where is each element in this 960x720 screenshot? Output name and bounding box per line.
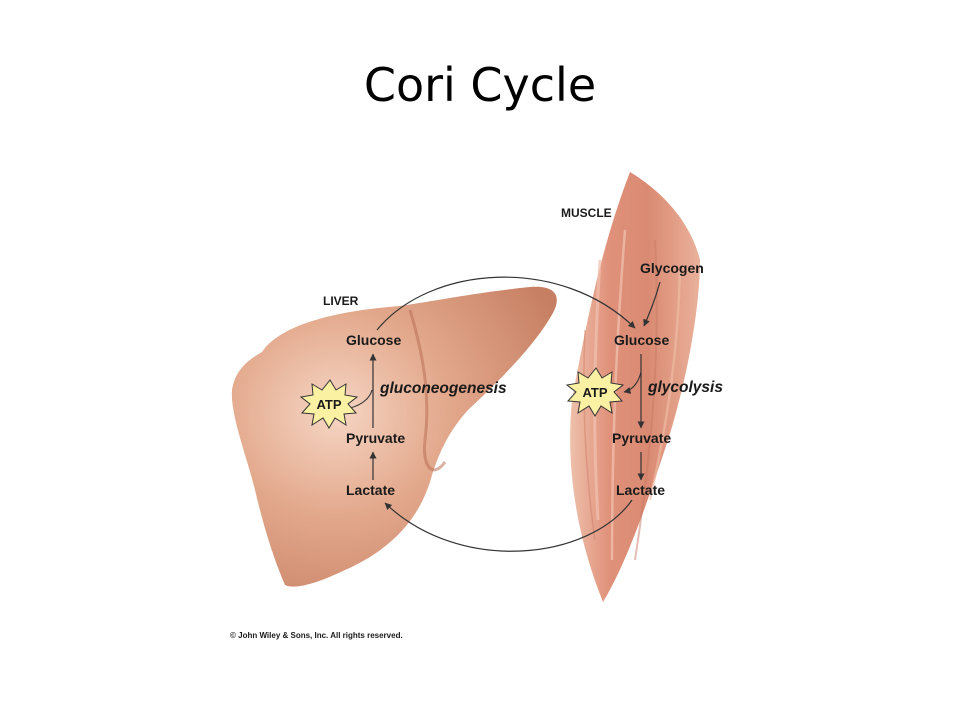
liver-organ: [231, 286, 557, 587]
muscle-lactate: Lactate: [616, 482, 665, 498]
muscle-label: MUSCLE: [561, 206, 612, 220]
liver-pyruvate: Pyruvate: [346, 430, 405, 446]
slide-title: Cori Cycle: [363, 58, 597, 112]
muscle-glycogen: Glycogen: [640, 260, 704, 276]
muscle-atp-label: ATP: [582, 385, 607, 400]
muscle-atp-badge: ATP: [565, 367, 625, 417]
lactate-transport-arrow: [384, 499, 633, 552]
muscle-glucose: Glucose: [614, 332, 669, 348]
gluconeogenesis-label: gluconeogenesis: [379, 380, 507, 397]
liver-atp-label: ATP: [316, 397, 341, 412]
muscle-atp-arrow: [623, 371, 642, 394]
muscle-organ: [570, 172, 700, 602]
liver-atp-badge: ATP: [299, 379, 359, 429]
muscle-pyruvate: Pyruvate: [612, 430, 671, 446]
liver-lactate: Lactate: [346, 482, 395, 498]
liver-label: LIVER: [323, 294, 359, 308]
glycolysis-label: glycolysis: [647, 379, 723, 396]
muscle-atp-starburst: [565, 367, 625, 417]
liver-atp-starburst: [299, 379, 359, 429]
copyright-notice: © John Wiley & Sons, Inc. All rights res…: [230, 631, 403, 640]
liver-glucose: Glucose: [346, 332, 401, 348]
glycogen-to-glucose-arrow: [643, 281, 661, 327]
glucose-transport-arrow: [376, 276, 636, 331]
liver-atp-arrow: [349, 389, 373, 409]
